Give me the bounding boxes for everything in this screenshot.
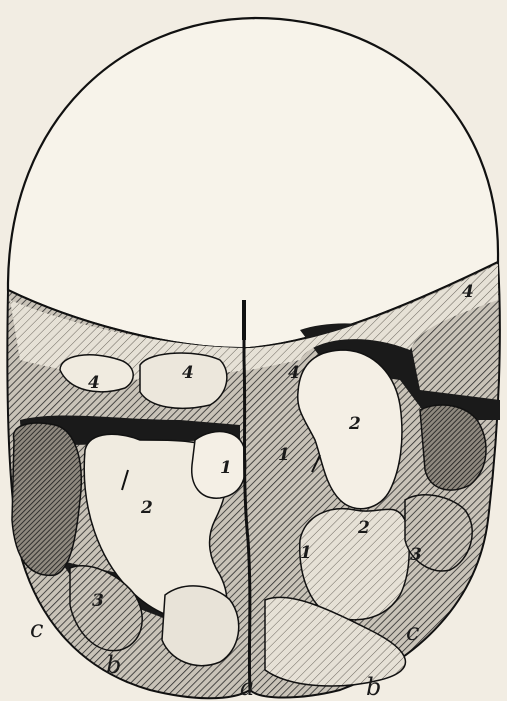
label-b-right: b — [366, 673, 381, 701]
label-4-d: 4 — [462, 282, 474, 302]
label-4-b: 4 — [182, 363, 194, 383]
gyrus-2-right-lower — [300, 509, 409, 620]
gyrus-left-edge — [12, 423, 81, 575]
label-3-right: 3 — [410, 545, 422, 565]
label-1-mid: 1 — [278, 445, 290, 465]
label-4-c: 4 — [288, 363, 300, 383]
label-c-left: c — [30, 615, 43, 643]
label-2-left: 2 — [140, 498, 153, 518]
label-c-right: c — [406, 618, 419, 646]
label-1-left: 1 — [220, 458, 232, 478]
label-2-right-lower: 2 — [357, 518, 370, 538]
gyrus-lower-left — [162, 586, 239, 666]
label-3-left: 3 — [92, 591, 104, 611]
label-2-right-upper: 2 — [348, 414, 361, 434]
gyrus-1-left — [192, 432, 246, 499]
label-b-left: b — [106, 651, 121, 679]
label-1-lower: 1 — [300, 543, 312, 563]
label-4-a: 4 — [88, 373, 100, 393]
label-a: a — [240, 673, 254, 701]
